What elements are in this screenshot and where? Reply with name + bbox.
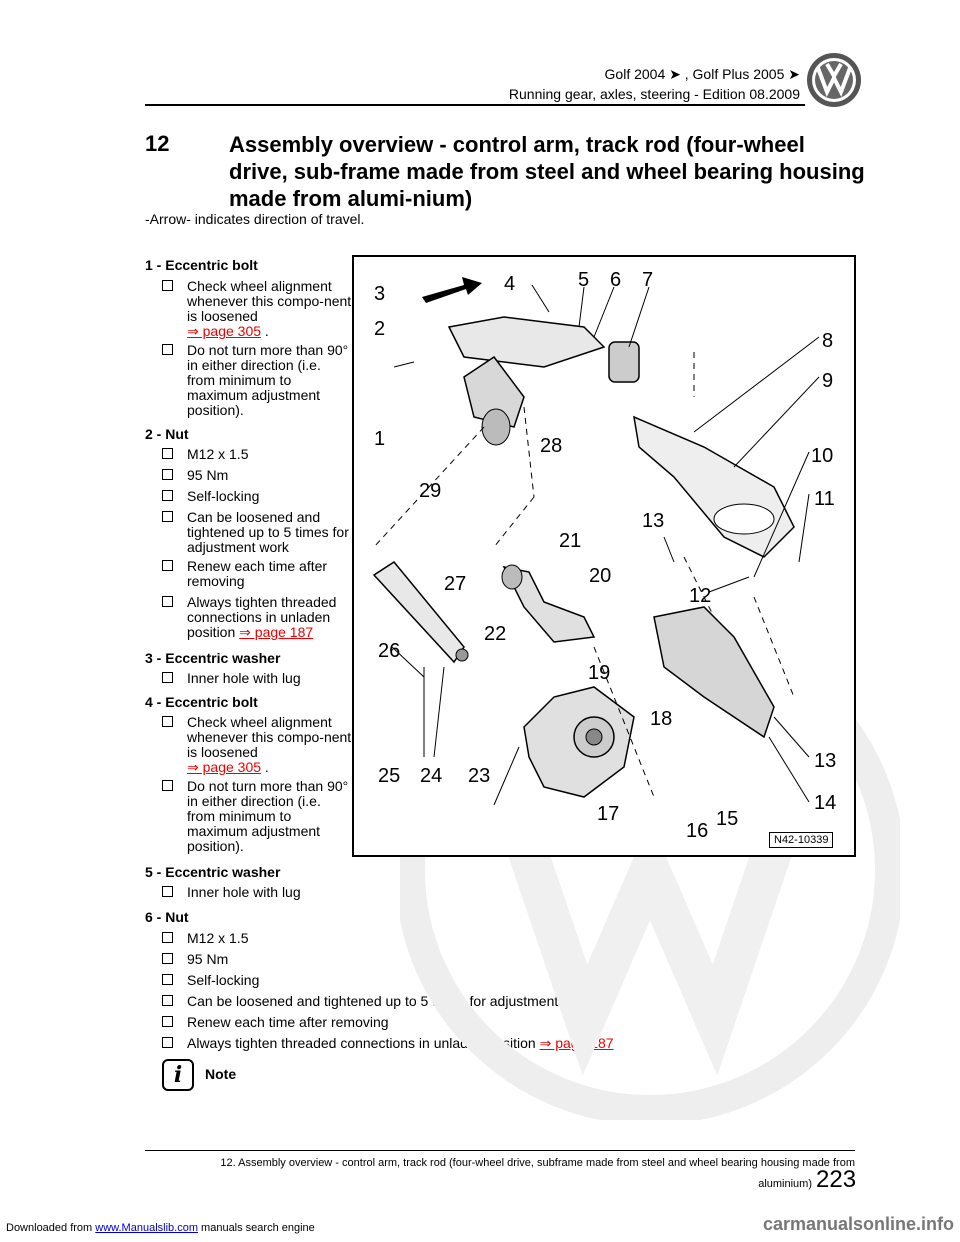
- callout-10: 10: [811, 445, 833, 467]
- footer-caption-cont: aluminium): [758, 1178, 812, 1190]
- list-item: Do not turn more than 90° in either dire…: [162, 343, 352, 418]
- intro-text: -Arrow- indicates direction of travel.: [145, 211, 365, 227]
- callout-21: 21: [559, 530, 581, 552]
- list-item: Self-locking: [162, 489, 352, 504]
- direction-arrow-icon: [422, 277, 482, 303]
- callout-17: 17: [597, 803, 619, 825]
- exploded-diagram: 1 2 3 4 5 6 7 8 9 10 11 12 13 13 14 15 1…: [352, 255, 856, 857]
- callout-15: 15: [716, 808, 738, 830]
- callout-25: 25: [378, 765, 400, 787]
- figure-code: N42-10339: [769, 832, 834, 848]
- list-item: Self-locking: [162, 973, 682, 988]
- callout-24: 24: [420, 765, 442, 787]
- vw-logo-icon: [807, 53, 861, 107]
- page-link[interactable]: ⇒ page 305: [187, 759, 262, 775]
- list-item: M12 x 1.5: [162, 931, 682, 946]
- callout-26: 26: [378, 640, 400, 662]
- callout-29: 29: [419, 480, 441, 502]
- section-title: Assembly overview - control arm, track r…: [229, 132, 865, 211]
- callout-16: 16: [686, 820, 708, 842]
- callout-22: 22: [484, 623, 506, 645]
- item-heading: 4 - Eccentric bolt: [145, 694, 258, 710]
- list-item: 95 Nm: [162, 468, 352, 483]
- callout-9: 9: [822, 370, 833, 392]
- info-icon: i: [162, 1059, 194, 1091]
- page-link[interactable]: ⇒ page 305: [187, 323, 262, 339]
- list-item: Inner hole with lug: [162, 671, 352, 686]
- note-label: Note: [205, 1066, 237, 1082]
- item-heading: 2 - Nut: [145, 426, 189, 442]
- header-rule: [145, 104, 805, 106]
- callout-18: 18: [650, 708, 672, 730]
- list-item: Inner hole with lug: [162, 885, 352, 900]
- callout-2: 2: [374, 318, 385, 340]
- item-heading: 1 - Eccentric bolt: [145, 257, 258, 273]
- footer-rule: [145, 1150, 855, 1151]
- page-link[interactable]: ⇒ page 187: [239, 624, 314, 640]
- callout-4: 4: [504, 273, 515, 295]
- list-item: Can be loosened and tightened up to 5 ti…: [162, 994, 682, 1009]
- list-item: Renew each time after removing: [162, 1015, 682, 1030]
- manualslib-link[interactable]: www.Manualslib.com: [95, 1222, 198, 1234]
- header-edition-line: Running gear, axles, steering - Edition …: [508, 86, 800, 102]
- list-item: Always tighten threaded connections in u…: [162, 595, 352, 640]
- callout-5: 5: [578, 269, 589, 291]
- page-number: 223: [816, 1166, 857, 1193]
- header-model-line: Golf 2004 ➤ , Golf Plus 2005 ➤: [604, 66, 800, 82]
- item-heading: 5 - Eccentric washer: [145, 864, 281, 880]
- section-number: 12: [145, 131, 170, 156]
- list-item: 95 Nm: [162, 952, 682, 967]
- callout-13: 13: [642, 510, 664, 532]
- callout-7: 7: [642, 269, 653, 291]
- callout-1: 1: [374, 428, 385, 450]
- suspension-drawing: 1 2 3 4 5 6 7 8 9 10 11 12 13 13 14 15 1…: [372, 269, 836, 842]
- list-item: Check wheel alignment whenever this comp…: [162, 715, 352, 775]
- list-item: M12 x 1.5: [162, 447, 352, 462]
- callout-14: 14: [814, 792, 836, 814]
- callout-11: 11: [814, 488, 835, 510]
- item-heading: 3 - Eccentric washer: [145, 650, 281, 666]
- callout-12: 12: [689, 585, 711, 607]
- list-item: Can be loosened and tightened up to 5 ti…: [162, 510, 352, 555]
- item-heading: 6 - Nut: [145, 909, 189, 925]
- callout-23: 23: [468, 765, 490, 787]
- callout-6: 6: [610, 269, 621, 291]
- list-item: Do not turn more than 90° in either dire…: [162, 779, 352, 854]
- download-note: Downloaded from www.Manualslib.com manua…: [6, 1222, 315, 1234]
- list-item: Renew each time after removing: [162, 559, 352, 589]
- callout-8: 8: [822, 330, 833, 352]
- callout-27: 27: [444, 573, 466, 595]
- site-brand: carmanualsonline.info: [762, 1214, 954, 1234]
- callout-13b: 13: [814, 750, 836, 772]
- footer-caption: 12. Assembly overview - control arm, tra…: [220, 1157, 855, 1169]
- list-item: Check wheel alignment whenever this comp…: [162, 279, 352, 339]
- callout-28: 28: [540, 435, 562, 457]
- callout-19: 19: [588, 662, 610, 684]
- callout-20: 20: [589, 565, 611, 587]
- callout-3: 3: [374, 283, 385, 305]
